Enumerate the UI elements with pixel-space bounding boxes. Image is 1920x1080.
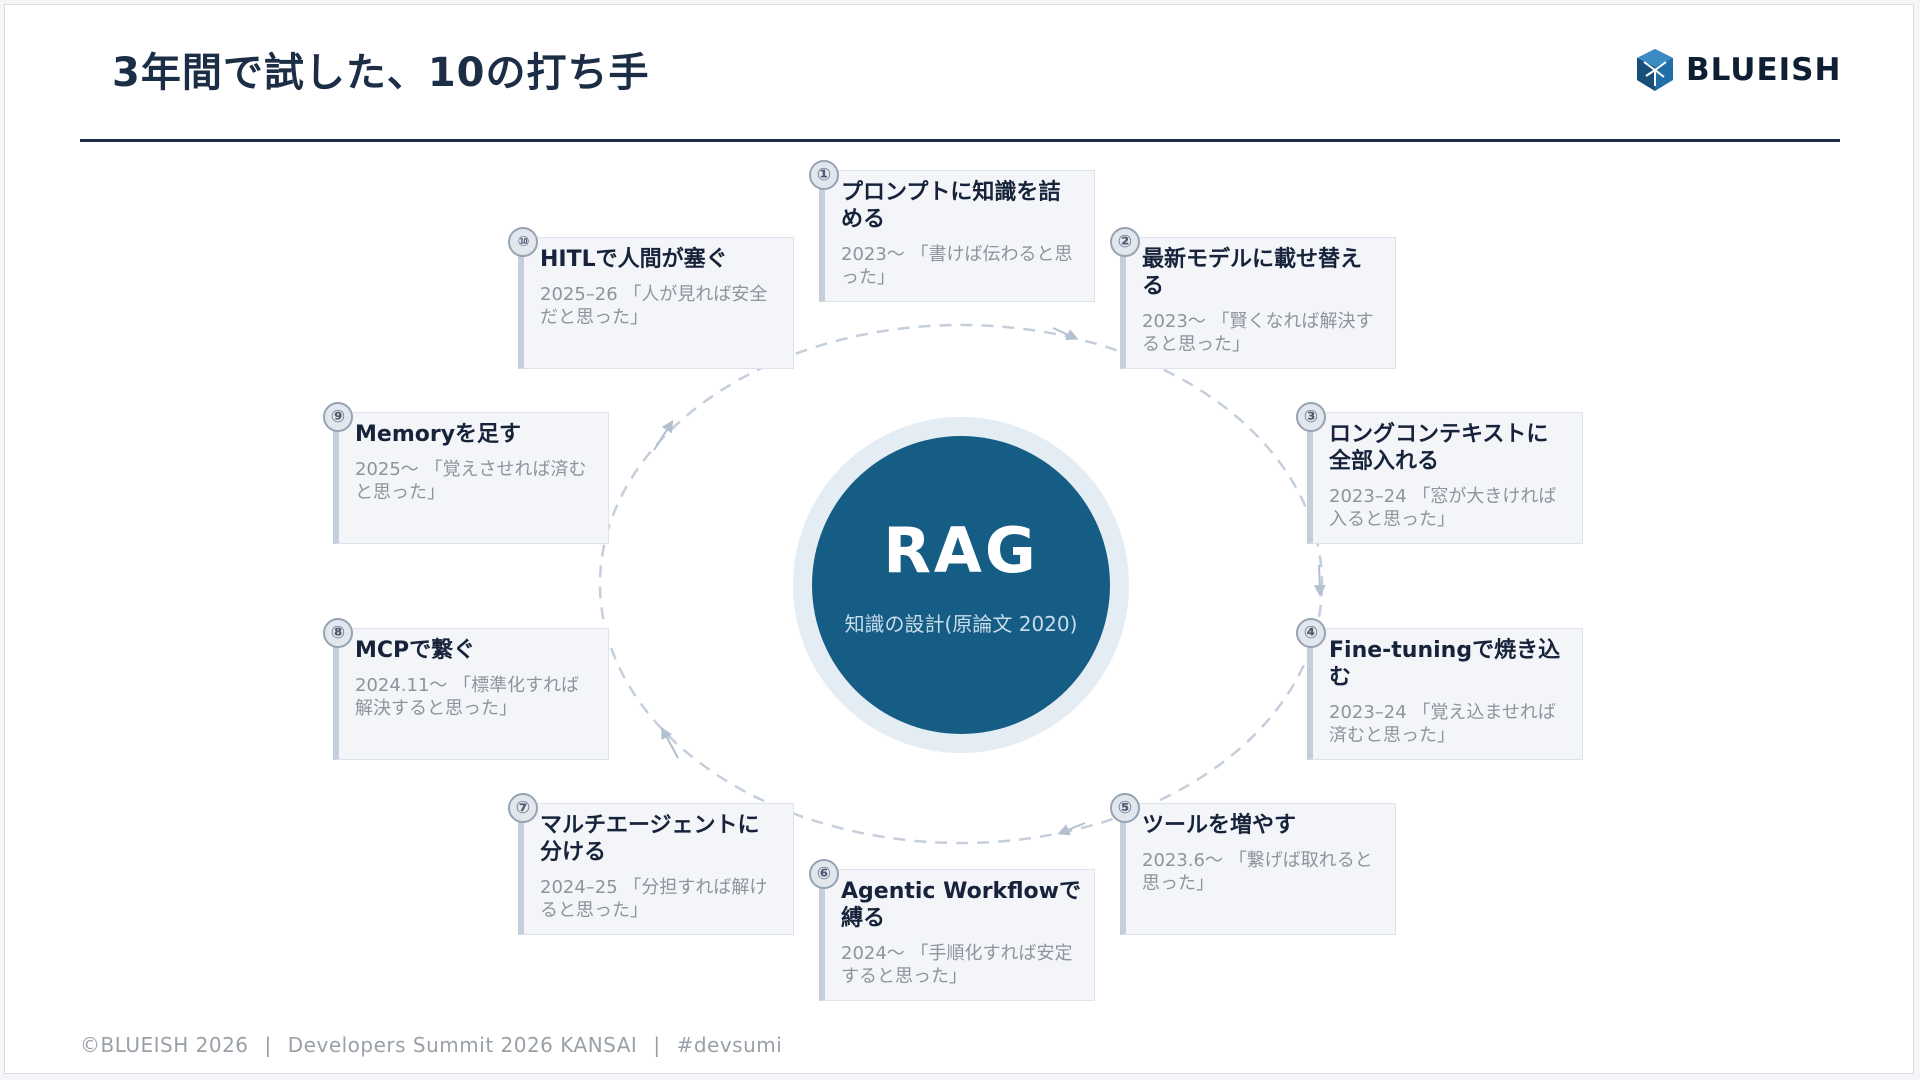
step-number-badge: ③ [1296, 402, 1326, 432]
step-number-badge: ⑩ [508, 227, 538, 257]
footer-separator: | [653, 1033, 661, 1057]
step-number-badge: ④ [1296, 618, 1326, 648]
step-number-badge: ⑧ [323, 618, 353, 648]
step-card-4: Fine-tuningで焼き込む 2023–24 「覚え込ませれば済むと思った」 [1307, 628, 1583, 760]
loop-path [598, 323, 1324, 845]
step-title: 最新モデルに載せ替える [1142, 247, 1363, 299]
step-desc: 2023.6〜 「繋げば取れると思った」 [1142, 850, 1373, 894]
step-card-1: プロンプトに知識を詰める 2023〜 「書けば伝わると思った」 [819, 170, 1095, 302]
step-title: ツールを増やす [1142, 813, 1297, 838]
brand-logo: BLUEISH [1634, 46, 1841, 94]
step-title: Memoryを足す [355, 422, 522, 447]
step-desc: 2023〜 「書けば伝わると思った」 [841, 244, 1073, 288]
center-subtitle: 知識の設計(原論文 2020) [844, 612, 1078, 636]
step-title: Fine-tuningで焼き込む [1329, 638, 1561, 690]
step-title: プロンプトに知識を詰める [841, 180, 1061, 232]
step-desc: 2023–24 「窓が大きければ入ると思った」 [1329, 486, 1557, 530]
footer-event: Developers Summit 2026 KANSAI [287, 1033, 638, 1057]
step-number-badge: ② [1110, 227, 1140, 257]
step-title: MCPで繋ぐ [355, 638, 476, 663]
step-desc: 2025–26 「人が見れば安全だと思った」 [540, 284, 768, 328]
step-title: マルチエージェントに分ける [540, 813, 760, 865]
step-number-badge: ⑦ [508, 793, 538, 823]
loop-arrow-4 [661, 726, 679, 759]
loop-arrow-5 [653, 419, 674, 451]
step-card-7: マルチエージェントに分ける 2024–25 「分担すれば解けると思った」 [518, 803, 794, 935]
step-desc: 2023〜 「賢くなれば解決すると思った」 [1142, 311, 1374, 355]
step-card-8: MCPで繋ぐ 2024.11〜 「標準化すれば解決すると思った」 [333, 628, 609, 760]
center-circle: RAG 知識の設計(原論文 2020) [812, 436, 1110, 734]
page-title: 3年間で試した、10の打ち手 [112, 50, 650, 96]
loop-arrow-1 [1052, 327, 1079, 341]
step-card-5: ツールを増やす 2023.6〜 「繋げば取れると思った」 [1120, 803, 1396, 935]
logo-icon [1637, 49, 1673, 91]
step-card-2: 最新モデルに載せ替える 2023〜 「賢くなれば解決すると思った」 [1120, 237, 1396, 369]
step-number-badge: ⑤ [1110, 793, 1140, 823]
footer-copyright: ©BLUEISH 2026 [80, 1033, 249, 1057]
step-number-badge: ⑥ [809, 859, 839, 889]
footer: ©BLUEISH 2026 | Developers Summit 2026 KAN… [80, 1033, 782, 1057]
step-desc: 2023–24 「覚え込ませれば済むと思った」 [1329, 702, 1556, 746]
step-desc: 2024–25 「分担すれば解けると思った」 [540, 877, 768, 921]
step-number-badge: ① [809, 160, 839, 190]
step-desc: 2025〜 「覚えさせれば済むと思った」 [355, 459, 587, 503]
step-number-badge: ⑨ [323, 402, 353, 432]
header-divider [80, 139, 1840, 142]
center-title: RAG [883, 514, 1039, 587]
footer-separator: | [264, 1033, 272, 1057]
step-title: HITLで人間が塞ぐ [540, 247, 728, 272]
step-title: Agentic Workflowで縛る [841, 879, 1081, 931]
step-card-3: ロングコンテキストに全部入れる 2023–24 「窓が大きければ入ると思った」 [1307, 412, 1583, 544]
step-card-6: Agentic Workflowで縛る 2024〜 「手順化すれば安定すると思っ… [819, 869, 1095, 1001]
step-title: ロングコンテキストに全部入れる [1329, 422, 1549, 474]
footer-hashtag: #devsumi [676, 1033, 783, 1057]
loop-arrow-2 [1313, 564, 1326, 597]
step-card-9: Memoryを足す 2025〜 「覚えさせれば済むと思った」 [333, 412, 609, 544]
step-desc: 2024〜 「手順化すれば安定すると思った」 [841, 943, 1073, 987]
logo-text: BLUEISH [1686, 52, 1842, 88]
step-card-10: HITLで人間が塞ぐ 2025–26 「人が見れば安全だと思った」 [518, 237, 794, 369]
step-desc: 2024.11〜 「標準化すれば解決すると思った」 [355, 675, 580, 719]
loop-arrow-3 [1057, 822, 1086, 836]
